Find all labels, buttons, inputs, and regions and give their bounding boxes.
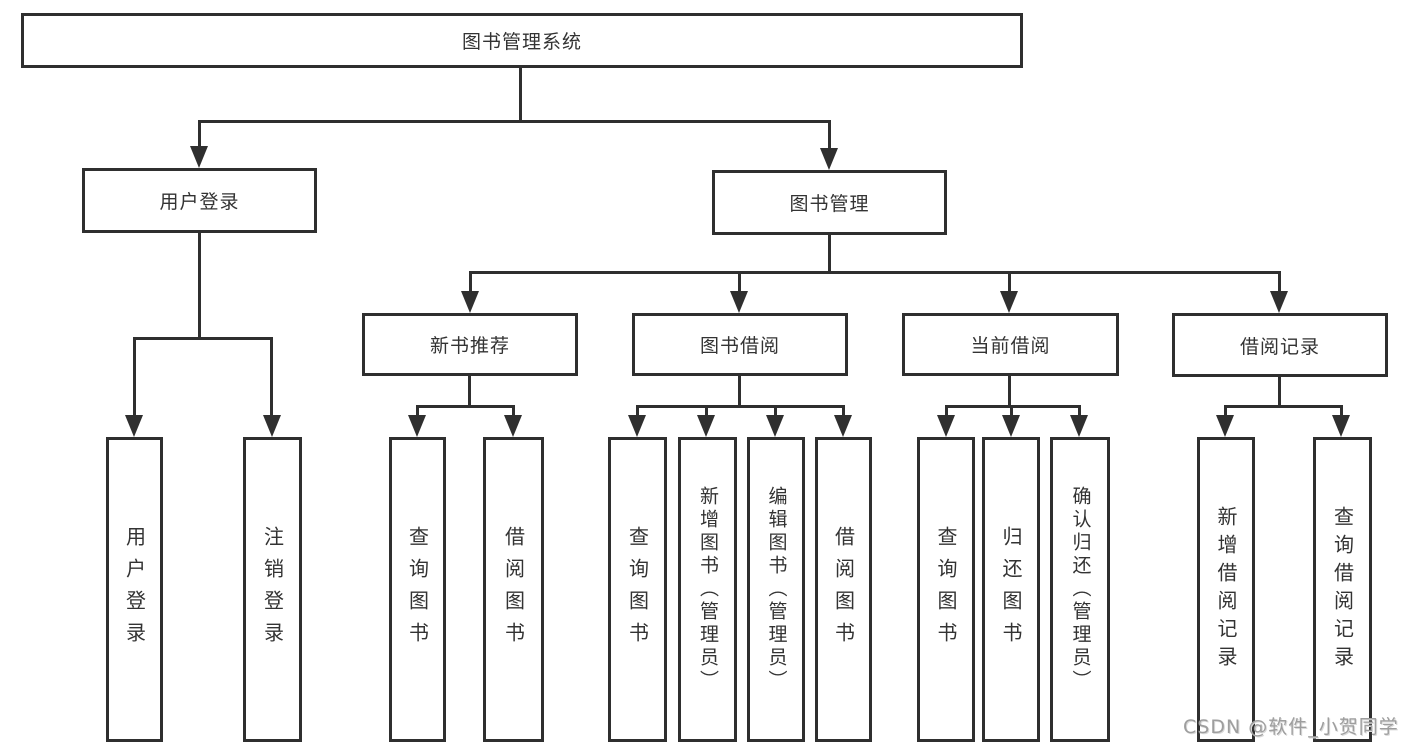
- leaf-borrow-books-recommend-label: 借阅图书: [501, 525, 526, 654]
- arrowhead: [263, 415, 281, 437]
- connector-current-borrow-branch: [945, 405, 1081, 408]
- arrowhead: [1000, 291, 1018, 313]
- connector-leaf-stem: [1340, 405, 1343, 417]
- node-user-login: 用户登录: [82, 168, 317, 233]
- connector-leaf-stem: [1078, 405, 1081, 417]
- arrowhead: [1270, 291, 1288, 313]
- connector-current-borrow-stem: [1008, 376, 1011, 405]
- leaf-query-books-borrow-label: 查询图书: [625, 525, 650, 654]
- node-borrow-records-label: 借阅记录: [1239, 335, 1320, 358]
- leaf-add-borrow-record: 新增借阅记录: [1197, 437, 1255, 742]
- connector-to-current-borrow: [1008, 271, 1011, 293]
- leaf-return-book: 归还图书: [982, 437, 1040, 742]
- leaf-user-login: 用户登录: [106, 437, 163, 742]
- connector-book-management-branch: [469, 271, 1281, 274]
- connector-new-book-stem: [468, 376, 471, 405]
- arrowhead: [190, 146, 208, 168]
- leaf-query-books-current: 查询图书: [917, 437, 975, 742]
- connector-to-leaf-user-login: [133, 337, 136, 417]
- node-current-borrow-label: 当前借阅: [970, 335, 1051, 357]
- leaf-confirm-return-admin-label: 确认归还（管理员）: [1069, 486, 1092, 693]
- connector-borrow-record-branch: [1224, 405, 1343, 408]
- connector-leaf-stem: [1010, 405, 1013, 417]
- node-new-book-recommend-label: 新书推荐: [429, 335, 510, 357]
- node-root: 图书管理系统: [21, 13, 1023, 68]
- connector-to-book-management: [828, 120, 831, 152]
- connector-user-login-stem: [198, 233, 201, 337]
- leaf-borrow-books: 借阅图书: [815, 437, 872, 742]
- leaf-add-borrow-record-label: 新增借阅记录: [1214, 505, 1238, 674]
- node-new-book-recommend: 新书推荐: [362, 313, 578, 376]
- node-book-borrow: 图书借阅: [632, 313, 848, 376]
- arrowhead: [834, 415, 852, 437]
- arrowhead: [461, 291, 479, 313]
- arrowhead: [408, 415, 426, 437]
- leaf-borrow-books-recommend: 借阅图书: [483, 437, 544, 742]
- arrowhead: [1332, 415, 1350, 437]
- connector-leaf-stem: [1224, 405, 1227, 417]
- connector-leaf-stem: [705, 405, 708, 417]
- leaf-edit-book-admin-label: 编辑图书（管理员）: [765, 486, 788, 693]
- arrowhead: [937, 415, 955, 437]
- connector-leaf-stem: [416, 405, 419, 417]
- leaf-borrow-books-label: 借阅图书: [831, 525, 856, 654]
- connector-to-leaf-logout: [270, 337, 273, 417]
- node-book-management: 图书管理: [712, 170, 947, 235]
- connector-root-stem: [519, 68, 522, 120]
- connector-to-user-login: [198, 120, 201, 150]
- connector-book-management-stem: [828, 235, 831, 271]
- leaf-return-book-label: 归还图书: [999, 525, 1023, 654]
- arrowhead: [125, 415, 143, 437]
- connector-to-borrow-record: [1278, 271, 1281, 293]
- node-book-management-label: 图书管理: [789, 193, 870, 215]
- connector-new-book-branch: [416, 405, 514, 408]
- connector-borrow-record-stem: [1278, 377, 1281, 405]
- leaf-logout-label: 注销登录: [260, 525, 285, 654]
- arrowhead: [1216, 415, 1234, 437]
- node-user-login-label: 用户登录: [159, 191, 240, 213]
- connector-leaf-stem: [842, 405, 845, 417]
- leaf-query-borrow-record: 查询借阅记录: [1313, 437, 1372, 742]
- node-current-borrow: 当前借阅: [902, 313, 1119, 376]
- leaf-query-borrow-record-label: 查询借阅记录: [1330, 505, 1355, 674]
- connector-root-branch: [198, 120, 831, 123]
- arrowhead: [1002, 415, 1020, 437]
- leaf-logout: 注销登录: [243, 437, 302, 742]
- connector-leaf-stem: [512, 405, 515, 417]
- connector-leaf-stem: [774, 405, 777, 417]
- arrowhead: [766, 415, 784, 437]
- node-borrow-records: 借阅记录: [1172, 313, 1388, 377]
- leaf-confirm-return-admin: 确认归还（管理员）: [1050, 437, 1110, 742]
- connector-user-login-branch: [133, 337, 273, 340]
- arrowhead: [628, 415, 646, 437]
- connector-leaf-stem: [636, 405, 639, 417]
- leaf-query-books-recommend: 查询图书: [389, 437, 446, 742]
- arrowhead: [697, 415, 715, 437]
- csdn-watermark: CSDN @软件_小贺同学: [1183, 716, 1399, 738]
- node-root-label: 图书管理系统: [461, 31, 582, 53]
- node-book-borrow-label: 图书借阅: [699, 335, 780, 357]
- leaf-edit-book-admin: 编辑图书（管理员）: [747, 437, 805, 742]
- arrowhead: [820, 148, 838, 170]
- connector-book-borrow-branch: [636, 405, 844, 408]
- leaf-user-login-label: 用户登录: [122, 525, 147, 654]
- connector-book-borrow-stem: [738, 376, 741, 405]
- connector-leaf-stem: [945, 405, 948, 417]
- leaf-add-book-admin: 新增图书（管理员）: [678, 437, 737, 742]
- leaf-query-books-borrow: 查询图书: [608, 437, 667, 742]
- leaf-add-book-admin-label: 新增图书（管理员）: [697, 486, 719, 693]
- leaf-query-books-recommend-label: 查询图书: [405, 525, 430, 654]
- connector-to-book-borrow: [738, 271, 741, 293]
- connector-to-new-book: [469, 271, 472, 293]
- leaf-query-books-current-label: 查询图书: [934, 525, 958, 654]
- arrowhead: [730, 291, 748, 313]
- arrowhead: [504, 415, 522, 437]
- arrowhead: [1070, 415, 1088, 437]
